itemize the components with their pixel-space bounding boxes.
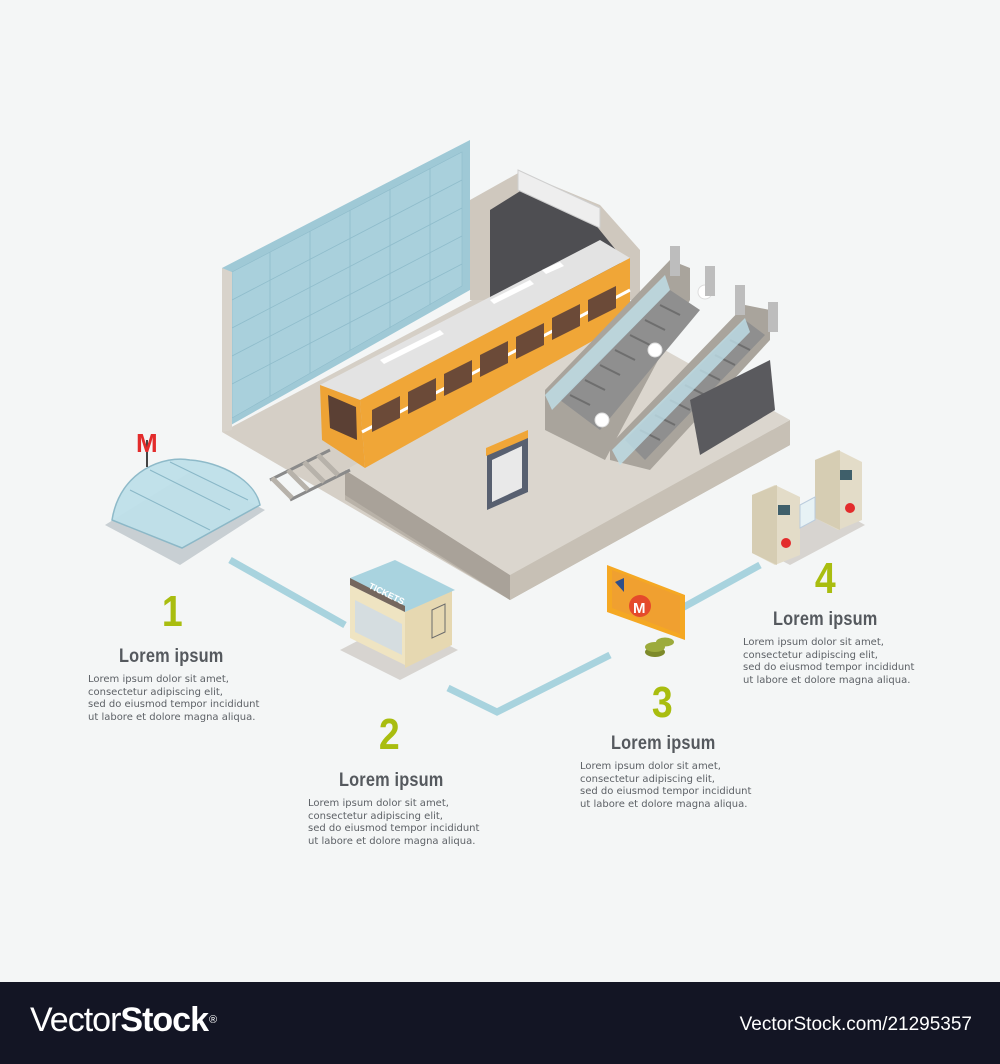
- image-credit: VectorStock.com/21295357: [739, 1014, 972, 1035]
- info-board: [486, 430, 528, 510]
- rail-track: [269, 448, 351, 502]
- ticket-kiosk: TICKETS: [340, 560, 458, 680]
- step-title: Lorem ipsum: [611, 733, 716, 754]
- billboard-m-sign: M: [633, 600, 646, 617]
- connector-path: [228, 556, 762, 716]
- entrance-m-sign: M: [136, 428, 158, 458]
- step-title: Lorem ipsum: [339, 770, 444, 791]
- step-description: Lorem ipsum dolor sit amet, consectetur …: [308, 798, 480, 847]
- step-number: 1: [161, 587, 183, 636]
- billboard-with-coins: M: [607, 565, 685, 657]
- step-description: Lorem ipsum dolor sit amet, consectetur …: [88, 674, 260, 723]
- metro-train: [320, 240, 631, 468]
- watermark-footer: VectorStock® VectorStock.com/21295357: [0, 982, 1000, 1064]
- turnstile-gates: [752, 450, 865, 565]
- brand-logo: VectorStock®: [30, 1000, 217, 1040]
- step-number: 2: [378, 710, 400, 759]
- step-description: Lorem ipsum dolor sit amet, consectetur …: [580, 761, 752, 810]
- step-number: 3: [651, 678, 673, 727]
- metro-station-illustration: M TICKETS M: [105, 140, 865, 716]
- registered-mark: ®: [208, 1014, 218, 1026]
- step-description: Lorem ipsum dolor sit amet, consectetur …: [743, 637, 915, 686]
- escalators: [545, 246, 778, 470]
- step-title: Lorem ipsum: [119, 646, 224, 667]
- metro-entrance-dome: M: [105, 428, 265, 565]
- step-number: 4: [814, 554, 836, 603]
- infographic-canvas: M TICKETS M: [88, 140, 915, 847]
- brand-light: Vector: [30, 1001, 121, 1039]
- step-title: Lorem ipsum: [773, 609, 878, 630]
- tiled-wall: [222, 140, 470, 432]
- brand-bold: Stock: [120, 1001, 209, 1039]
